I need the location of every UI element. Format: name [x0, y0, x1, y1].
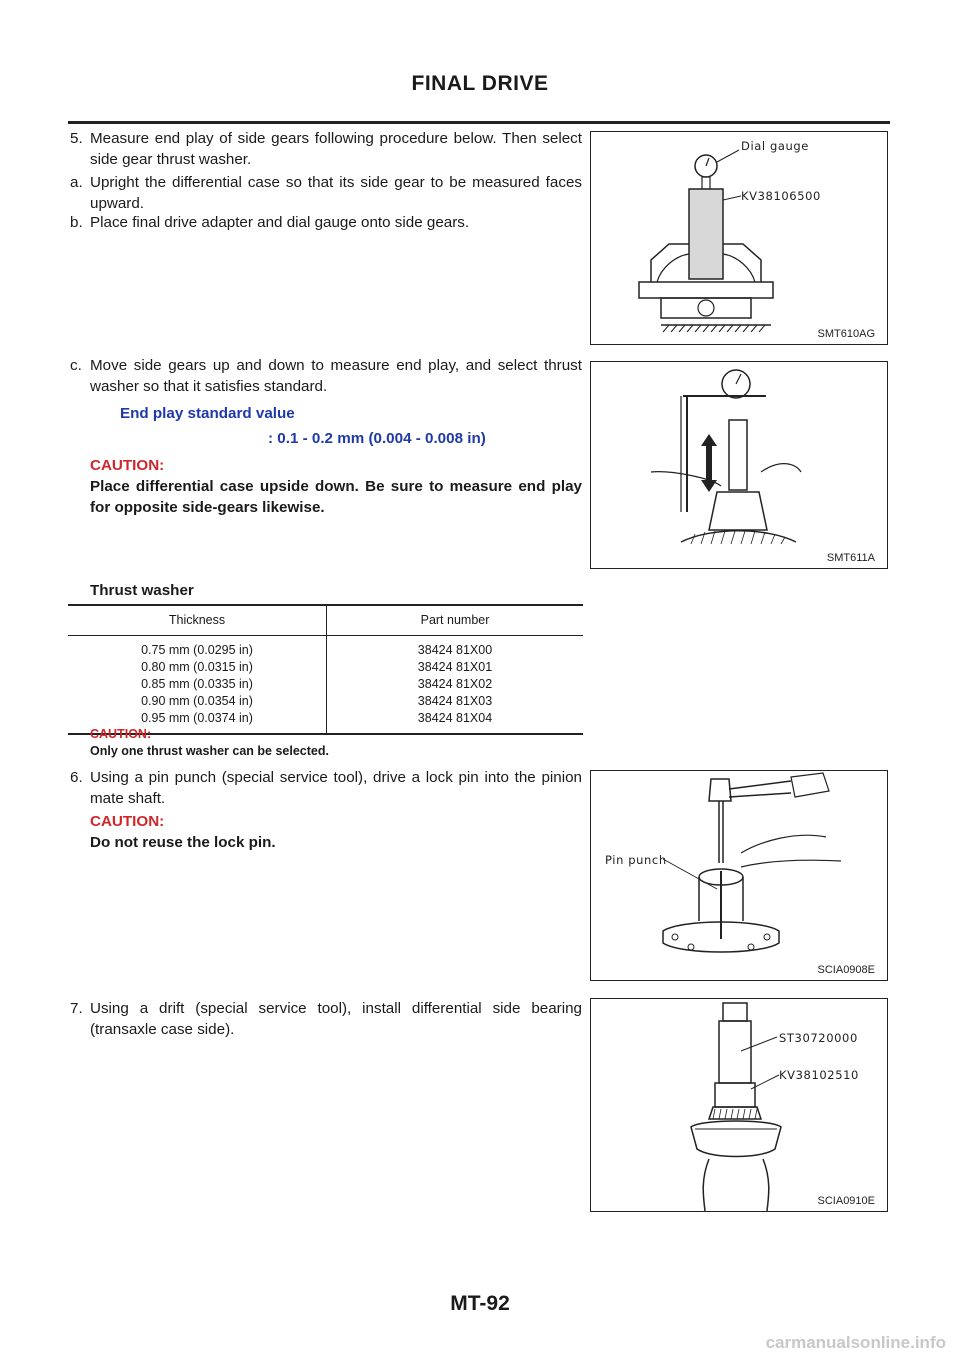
figure-code: SMT610AG — [817, 328, 875, 340]
table-header-part-number: Part number — [326, 604, 583, 636]
spec-value: : 0.1 - 0.2 mm (0.004 - 0.008 in) — [268, 430, 486, 447]
step-5: 5. Measure end play of side gears follow… — [70, 128, 582, 170]
step-text: Move side gears up and down to measure e… — [90, 357, 582, 395]
figure-drift: ST30720000 KV38102510 SCIA0910E — [590, 998, 888, 1212]
step-6: 6. Using a pin punch (special service to… — [70, 767, 582, 809]
table-header-thickness: Thickness — [68, 604, 327, 636]
page-number: MT-92 — [450, 1292, 510, 1315]
step-number: c. — [70, 357, 82, 374]
end-play-illustration — [650, 369, 802, 545]
part-number-values: 38424 81X00 38424 81X01 38424 81X02 3842… — [326, 635, 583, 735]
figure-pin-punch: Pin punch SCIA0908E — [590, 770, 888, 981]
step-text: Measure end play of side gears following… — [90, 130, 582, 168]
figure-label: KV38102510 — [779, 1068, 859, 1082]
figure-label: Dial gauge — [741, 139, 809, 153]
step-a: a. Upright the differential case so that… — [70, 172, 582, 214]
step-text: Using a pin punch (special service tool)… — [90, 769, 582, 807]
caution-text: Only one thrust washer can be selected. — [90, 744, 329, 758]
drift-illustration — [690, 1002, 782, 1211]
step-number: 6. — [70, 769, 83, 786]
spec-label: End play standard value — [120, 405, 295, 422]
watermark: carmanualsonline.info — [765, 1333, 946, 1352]
step-number: 5. — [70, 130, 83, 147]
figure-labels: ST30720000 KV38102510 — [779, 1031, 859, 1082]
figure-label: KV38106500 — [741, 189, 821, 203]
figure-label: Pin punch — [605, 853, 667, 867]
table-header-row: Thickness Part number — [68, 604, 583, 636]
dial-gauge-illustration — [638, 149, 774, 333]
step-number: a. — [70, 174, 83, 191]
step-number: 7. — [70, 1000, 83, 1017]
thickness-values: 0.75 mm (0.0295 in) 0.80 mm (0.0315 in) … — [68, 635, 327, 735]
page-title: FINAL DRIVE — [411, 72, 549, 95]
figure-end-play: SMT611A — [590, 361, 888, 569]
step-c: c. Move side gears up and down to measur… — [70, 355, 582, 397]
step-text: Place final drive adapter and dial gauge… — [90, 214, 470, 231]
figure-label: ST30720000 — [779, 1031, 858, 1045]
step-number: b. — [70, 214, 83, 231]
caution-title: CAUTION: — [90, 813, 165, 830]
step-b: b. Place final drive adapter and dial ga… — [70, 212, 582, 233]
caution-text: Place differential case upside down. Be … — [90, 478, 582, 516]
table-row: 0.75 mm (0.0295 in) 0.80 mm (0.0315 in) … — [68, 635, 583, 735]
step-text: Using a drift (special service tool), in… — [90, 1000, 582, 1038]
thrust-washer-table: Thickness Part number 0.75 mm (0.0295 in… — [68, 604, 583, 735]
figure-labels: Pin punch — [605, 853, 667, 867]
step-7: 7. Using a drift (special service tool),… — [70, 998, 582, 1040]
figure-code: SCIA0910E — [817, 1195, 875, 1207]
caution-title: CAUTION: — [90, 457, 165, 474]
pin-punch-illustration — [662, 772, 842, 953]
header-rule — [68, 121, 890, 124]
caution-text: Do not reuse the lock pin. — [90, 834, 276, 851]
figure-code: SCIA0908E — [817, 964, 875, 976]
figure-code: SMT611A — [826, 552, 875, 564]
step-text: Upright the differential case so that it… — [90, 174, 582, 212]
caution-title: CAUTION: — [90, 727, 152, 741]
table-title: Thrust washer — [90, 582, 194, 599]
figure-dial-gauge: Dial gauge KV38106500 SMT610AG — [590, 131, 888, 345]
figure-labels: Dial gauge KV38106500 — [741, 139, 821, 203]
